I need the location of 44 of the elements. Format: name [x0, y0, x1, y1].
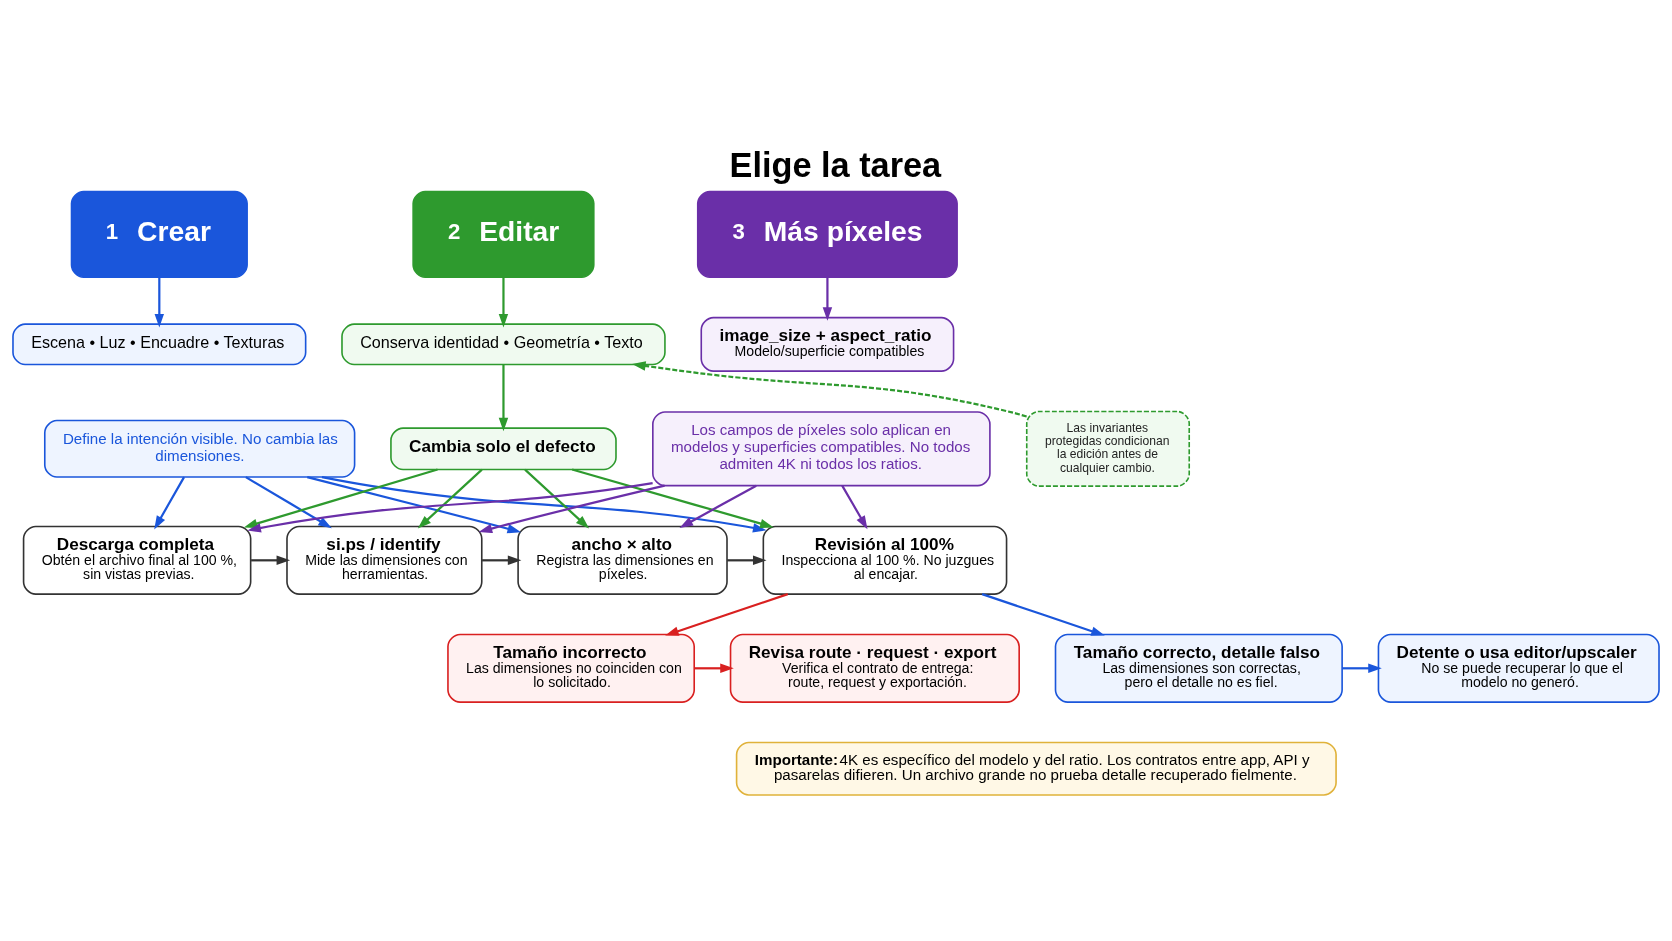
node-box: Cambia solo el defecto — [390, 427, 617, 471]
node-box: Tamaño incorrecto Las dimensiones no coinciden con lo solicitado. — [447, 633, 695, 703]
arrow — [841, 485, 868, 530]
arrow — [154, 476, 186, 530]
arrow — [243, 468, 438, 529]
node-box: image_size + aspect_ratio Modelo/superficie compatibles — [700, 316, 955, 372]
node-box: si.ps / identify Mide las dimensiones con herramientas. — [286, 525, 483, 595]
node-box: Conserva identidad • Geometría • Texto — [341, 323, 666, 366]
arrow — [321, 476, 767, 533]
arrow — [478, 484, 665, 534]
arrow — [727, 555, 767, 566]
node-box: Revisión al 100% Inspecciona al 100 %. No juzgues al encajar. — [762, 525, 1008, 595]
arrow — [498, 364, 509, 432]
arrow — [498, 277, 509, 328]
node-box: Tamaño correcto, detalle falso Las dimensiones son correctas, pero el detalle no es fiel. — [1054, 633, 1343, 703]
arrow — [694, 663, 734, 674]
node-box: Descarga completa Obtén el archivo final al 100 %, sin vistas previas. — [22, 525, 252, 595]
arrow — [245, 476, 332, 529]
node-box: Revisa route · request · export Verifica el contrato de entrega: route, request y exportación. — [729, 633, 1020, 703]
arrow — [482, 555, 522, 566]
node-box: Define la intención visible. No cambia las dimensiones. — [43, 419, 356, 478]
arrow — [1342, 663, 1382, 674]
arrow — [417, 468, 483, 529]
arrow — [251, 555, 291, 566]
node-box: 2 Editar — [412, 190, 595, 279]
arrow — [307, 476, 522, 534]
arrow — [154, 277, 165, 328]
arrow — [981, 593, 1105, 636]
arrow — [247, 482, 653, 533]
diagram-title: Elige la tarea — [729, 145, 942, 184]
node-box: Las invariantes protegidas condicionan la edición antes de cualquier cambio. — [1025, 410, 1191, 487]
node-box: Escena • Luz • Encuadre • Texturas — [12, 323, 307, 366]
node-box: ancho × alto Registra las dimensiones en píxeles. — [517, 525, 728, 595]
node-box: Los campos de píxeles solo aplican en modelos y superficies compatibles. No todos admiten 4K ni todos los ratios. — [652, 411, 991, 487]
arrow — [822, 277, 833, 321]
node-box: 3 Más píxeles — [696, 190, 958, 279]
arrow — [571, 468, 774, 529]
arrow — [632, 361, 1027, 418]
arrow — [679, 484, 757, 528]
node-box: 1 Crear — [70, 190, 248, 279]
arrow — [665, 593, 789, 636]
node-box: Detente o usa editor/upscaler No se puede recuperar lo que el modelo no generó. — [1377, 633, 1660, 703]
arrow — [524, 468, 590, 529]
node-box: Importante:4K es específico del modelo y del ratio. Los contratos entre app, API y pasarelas difieren. Un archivo grande no prueba detalle recuperado fielmente. — [735, 741, 1337, 796]
